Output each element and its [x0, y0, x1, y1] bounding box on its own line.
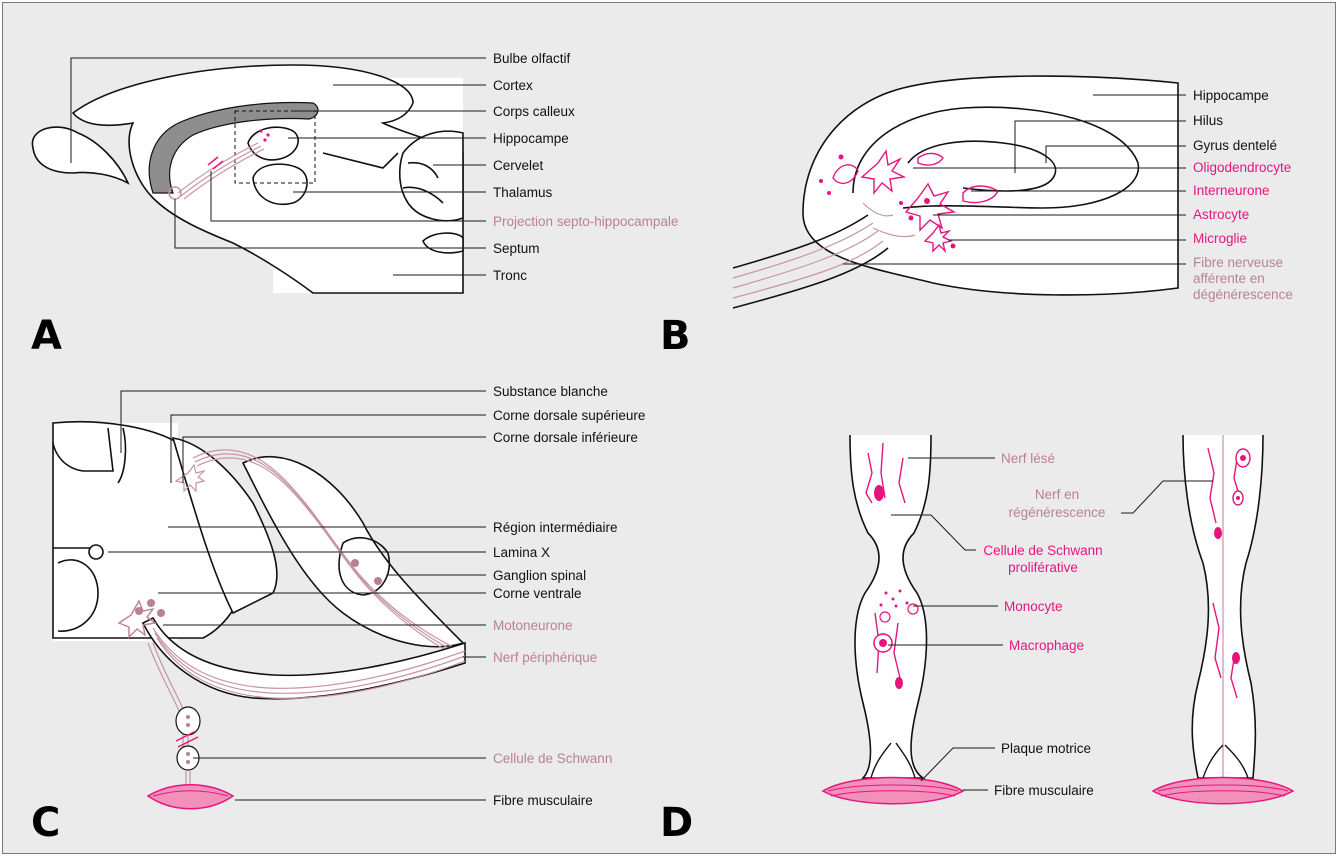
panel-a-labels: Bulbe olfactif Cortex Corps calleux Hipp… — [493, 51, 678, 283]
panel-label-a: A — [31, 313, 62, 359]
label-lamina-x: Lamina X — [493, 545, 550, 560]
label-oligodendrocyte: Oligodendrocyte — [1193, 160, 1291, 175]
label-astrocyte: Astrocyte — [1193, 207, 1249, 222]
label-interneurone: Interneurone — [1193, 183, 1270, 198]
label-corps-calleux: Corps calleux — [493, 104, 575, 119]
label-hippocampe-b: Hippocampe — [1193, 88, 1269, 103]
label-fibre-musculaire-d: Fibre musculaire — [994, 783, 1094, 798]
panel-label-c: C — [31, 800, 60, 846]
label-ganglion-spinal: Ganglion spinal — [493, 568, 586, 583]
label-nerf-en: Nerf en — [1035, 487, 1079, 502]
label-microglie: Microglie — [1193, 231, 1247, 246]
panel-label-b: B — [660, 313, 691, 359]
label-substance-blanche: Substance blanche — [493, 384, 608, 399]
label-motoneurone: Motoneurone — [493, 618, 573, 633]
label-corne-ventrale: Corne ventrale — [493, 586, 582, 601]
label-region-intermediaire: Région intermédiaire — [493, 520, 618, 535]
label-hippocampe-a: Hippocampe — [493, 131, 569, 146]
label-corne-dorsale-inferieure: Corne dorsale inférieure — [493, 430, 638, 445]
label-projection-septo-hippocampale: Projection septo-hippocampale — [493, 214, 678, 229]
label-hilus: Hilus — [1193, 113, 1223, 128]
panel-label-d: D — [660, 800, 693, 846]
panel-b-labels: Hippocampe Hilus Gyrus dentelé Oligodend… — [1193, 88, 1293, 302]
label-macrophage: Macrophage — [1009, 638, 1084, 653]
panel-c-labels: Substance blanche Corne dorsale supérieu… — [493, 384, 645, 808]
label-septum: Septum — [493, 241, 540, 256]
label-fibre-nerveuse-1: Fibre nerveuse — [1193, 255, 1283, 270]
panel-c-drawing — [53, 422, 465, 809]
figure-canvas: Bulbe olfactif Cortex Corps calleux Hipp… — [3, 3, 1335, 853]
panel-a-drawing — [32, 65, 463, 293]
label-cervelet: Cervelet — [493, 158, 544, 173]
label-corne-dorsale-superieure: Corne dorsale supérieure — [493, 408, 645, 423]
label-cellule-de-schwann-c: Cellule de Schwann — [493, 751, 612, 766]
label-bulbe-olfactif: Bulbe olfactif — [493, 51, 571, 66]
panel-b-drawing — [733, 76, 1178, 308]
label-monocyte: Monocyte — [1004, 599, 1063, 614]
label-regenerescence: régénérescence — [1009, 505, 1106, 520]
label-fibre-musculaire-c: Fibre musculaire — [493, 793, 593, 808]
label-proliferative: proliférative — [1008, 560, 1078, 575]
label-plaque-motrice: Plaque motrice — [1001, 741, 1091, 756]
label-nerf-lese: Nerf lésé — [1001, 451, 1055, 466]
label-thalamus: Thalamus — [493, 185, 553, 200]
label-nerf-peripherique: Nerf périphérique — [493, 650, 597, 665]
label-fibre-nerveuse-3: dégénérescence — [1193, 287, 1293, 302]
panel-d-labels: Nerf lésé Nerf en régénérescence Cellule… — [983, 451, 1105, 798]
label-cellule-de-schwann-d: Cellule de Schwann — [983, 543, 1102, 558]
label-gyrus-dentele: Gyrus dentelé — [1193, 138, 1277, 153]
label-fibre-nerveuse-2: afférente en — [1193, 271, 1265, 286]
label-tronc: Tronc — [493, 268, 527, 283]
label-cortex: Cortex — [493, 78, 533, 93]
